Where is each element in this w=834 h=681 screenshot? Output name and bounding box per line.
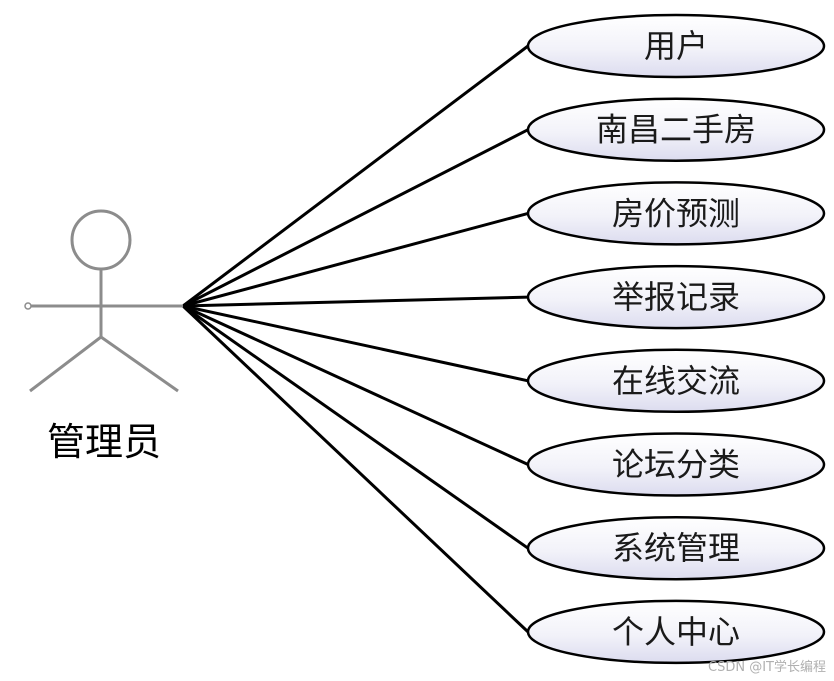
actor-left-leg — [29, 335, 102, 393]
association-line — [182, 211, 529, 308]
use-case-ellipse — [526, 348, 826, 414]
use-case-label: 举报记录 — [612, 278, 740, 316]
association-line — [182, 304, 529, 550]
actor-figure — [26, 209, 183, 393]
use-case: 个人中心 — [526, 599, 826, 665]
use-case: 系统管理 — [526, 515, 826, 581]
use-case: 用户 — [526, 13, 826, 79]
use-case: 在线交流 — [526, 348, 826, 414]
use-case-label: 论坛分类 — [612, 446, 740, 484]
use-case-ellipse — [526, 515, 826, 581]
use-case-ellipse — [526, 181, 826, 246]
use-case: 房价预测 — [526, 181, 826, 246]
use-case-label: 个人中心 — [612, 613, 740, 651]
use-case-label: 南昌二手房 — [596, 111, 756, 149]
association-line — [182, 295, 529, 308]
watermark: CSDN @IT学长编程 — [708, 659, 826, 675]
actor-hand-marker — [24, 302, 32, 310]
use-case-label: 系统管理 — [612, 529, 740, 567]
association-line — [182, 128, 529, 308]
use-case-ellipse — [526, 264, 826, 330]
association-line — [182, 304, 529, 383]
use-case-label: 房价预测 — [612, 194, 740, 232]
use-case-ellipse — [526, 599, 826, 665]
association-line — [182, 44, 529, 308]
use-case: 南昌二手房 — [526, 97, 826, 162]
association-lines — [181, 44, 530, 633]
actor-label: 管理员 — [47, 420, 161, 464]
association-line — [182, 304, 529, 466]
actor-head — [70, 209, 132, 271]
use-case-label: 用户 — [644, 27, 708, 65]
use-case: 举报记录 — [526, 264, 826, 330]
association-line — [181, 304, 530, 633]
actor-right-leg — [100, 335, 179, 393]
use-case-ellipse — [526, 97, 826, 162]
use-case-ellipse — [526, 432, 826, 497]
use-case-label: 在线交流 — [612, 362, 740, 400]
use-case-ellipse — [526, 13, 826, 79]
use-case: 论坛分类 — [526, 432, 826, 497]
